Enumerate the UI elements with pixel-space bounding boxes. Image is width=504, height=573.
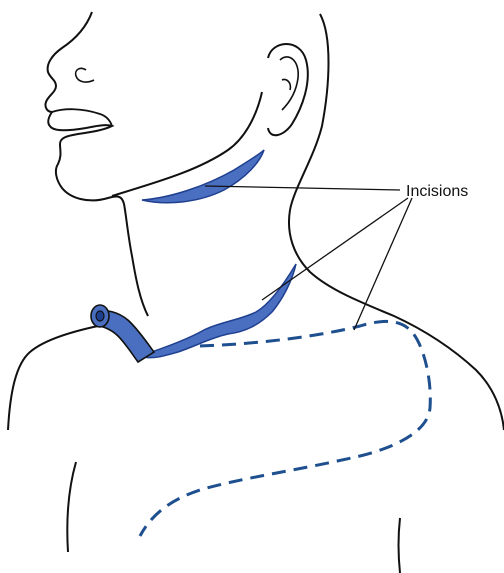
ear-inner-outline [280, 57, 298, 110]
leader-line-lower [262, 198, 408, 300]
lower-neck-incision [140, 264, 296, 358]
chest-line-left [67, 462, 76, 552]
back-of-neck-outline [289, 14, 504, 430]
upper-neck-incision [142, 150, 264, 203]
ear-outline [268, 44, 308, 135]
dashed-flap-outline [140, 321, 430, 536]
leader-line-upper [205, 186, 400, 190]
leader-line-flap [354, 198, 412, 330]
nostril-outline [76, 68, 94, 82]
tracheostomy-tube [91, 305, 154, 362]
left-shoulder-outline [8, 326, 98, 430]
incisions-label: Incisions [406, 183, 468, 200]
chest-line-right [399, 518, 401, 573]
face-profile-outline [45, 12, 148, 316]
lips-outline [52, 109, 112, 126]
